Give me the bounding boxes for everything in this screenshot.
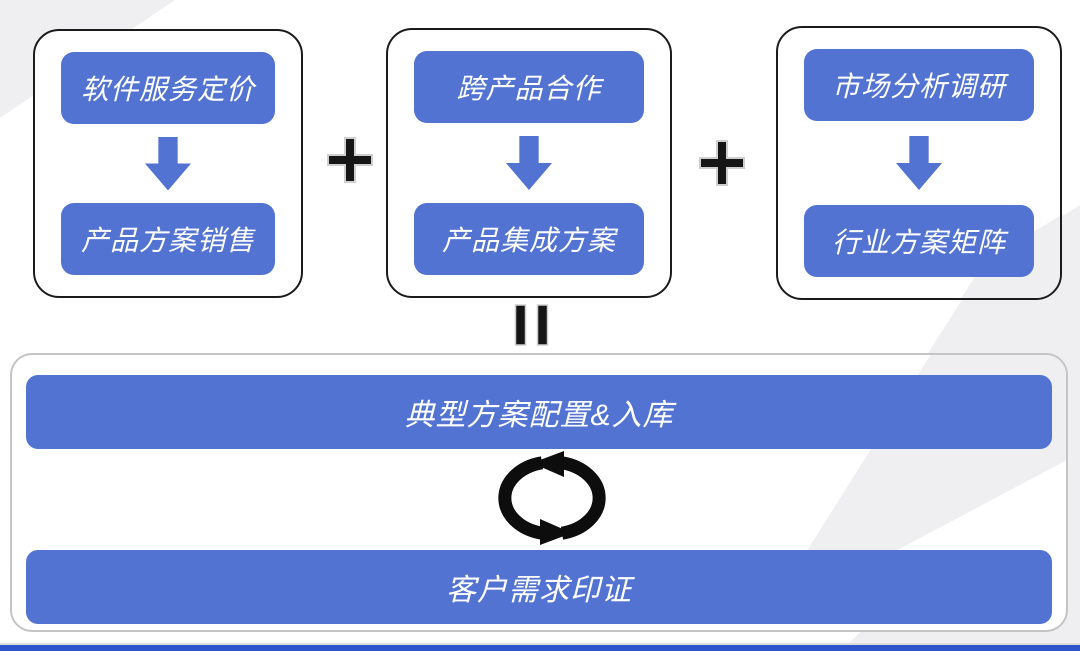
plus-icon	[326, 136, 374, 189]
group-box-pricing: 软件服务定价 产品方案销售	[33, 29, 303, 298]
pill-cross-product-cooperation: 跨产品合作	[414, 51, 644, 123]
group-box-market: 市场分析调研 行业方案矩阵	[776, 26, 1062, 300]
pill-market-analysis-research: 市场分析调研	[804, 49, 1034, 121]
bar-typical-solution-config: 典型方案配置&入库	[26, 375, 1052, 449]
bottom-hairline	[0, 643, 1080, 645]
plus-icon	[698, 139, 746, 192]
equals-icon	[514, 303, 550, 352]
result-container: 典型方案配置&入库 客户需求印证	[10, 353, 1068, 632]
group-box-cooperation: 跨产品合作 产品集成方案	[386, 28, 672, 298]
arrow-down-icon	[896, 136, 942, 190]
pill-product-solution-sales: 产品方案销售	[61, 203, 275, 275]
cycle-arrows-icon	[490, 450, 614, 551]
pill-product-integration-solution: 产品集成方案	[414, 203, 644, 275]
arrow-down-icon	[145, 136, 191, 191]
arrow-down-icon	[506, 136, 552, 190]
bottom-accent-stripe	[0, 645, 1080, 651]
pill-industry-solution-matrix: 行业方案矩阵	[804, 205, 1034, 277]
pill-software-service-pricing: 软件服务定价	[61, 52, 275, 124]
bar-customer-demand-verification: 客户需求印证	[26, 550, 1052, 624]
